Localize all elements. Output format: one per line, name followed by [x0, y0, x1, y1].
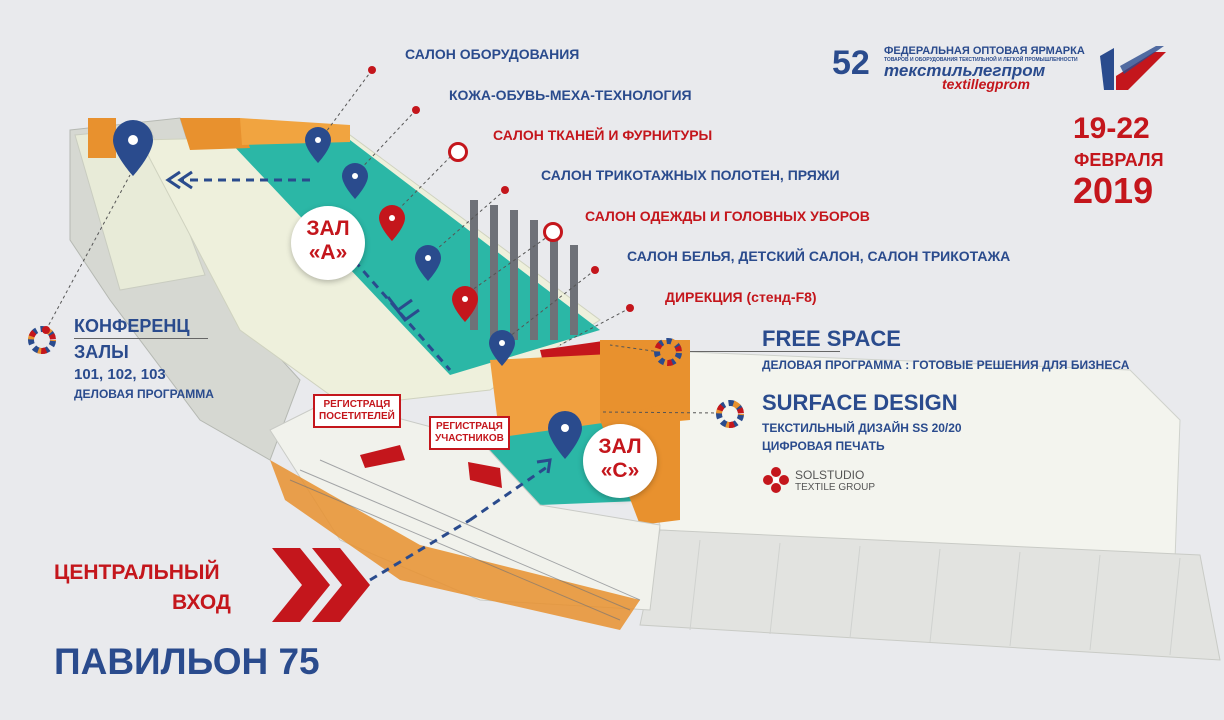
hall-c-word: ЗАЛ [598, 435, 642, 458]
fair-number: 52 [832, 44, 870, 82]
event-dates: 19-22 [1073, 112, 1150, 145]
solstudio-name: SOLSTUDIO [795, 468, 865, 482]
leader-ring [448, 142, 468, 162]
conference-underline [74, 338, 208, 339]
salon-label-clothing: САЛОН ОДЕЖДЫ И ГОЛОВНЫХ УБОРОВ [585, 208, 870, 224]
fair-title: ФЕДЕРАЛЬНАЯ ОПТОВАЯ ЯРМАРКА [884, 45, 1085, 57]
salon-label-fabrics: САЛОН ТКАНЕЙ И ФУРНИТУРЫ [493, 127, 713, 143]
surface-design-line2: ЦИФРОВАЯ ПЕЧАТЬ [762, 439, 885, 453]
free-space-subtitle: ДЕЛОВАЯ ПРОГРАММА : ГОТОВЫЕ РЕШЕНИЯ ДЛЯ … [762, 358, 1130, 372]
fair-emblem-icon [1100, 46, 1166, 90]
hall-c-letter: «С» [600, 459, 640, 482]
entrance-line1: ЦЕНТРАЛЬНЫЙ [54, 561, 220, 584]
leader-dot [626, 304, 634, 312]
solstudio-group: TEXTILE GROUP [795, 482, 876, 493]
hall-c-badge: ЗАЛ «С» [583, 424, 657, 498]
registration-participants: РЕГИСТРАЦЯ УЧАСТНИКОВ [429, 416, 510, 450]
registration-visitors-line2: ПОСЕТИТЕЛЕЙ [319, 411, 395, 422]
free-space-underline [690, 351, 840, 352]
leader-dot [412, 106, 420, 114]
hall-a-badge: ЗАЛ «А» [291, 206, 365, 280]
event-year: 2019 [1073, 170, 1154, 211]
surface-design-title: SURFACE DESIGN [762, 390, 958, 415]
event-month: ФЕВРАЛЯ [1074, 150, 1164, 170]
salon-label-lingerie: САЛОН БЕЛЬЯ, ДЕТСКИЙ САЛОН, САЛОН ТРИКОТ… [627, 248, 1011, 264]
brand-en: textillegprom [942, 76, 1030, 92]
pavilion-title: ПАВИЛЬОН 75 [54, 641, 320, 682]
salon-label-equipment: САЛОН ОБОРУДОВАНИЯ [405, 46, 580, 62]
free-space-title: FREE SPACE [762, 326, 901, 351]
registration-participants-line1: РЕГИСТРАЦЯ [436, 421, 503, 432]
leader-ring [543, 222, 563, 242]
leader-dot [42, 326, 50, 334]
registration-participants-line2: УЧАСТНИКОВ [435, 433, 504, 444]
fair-logo: 52 ФЕДЕРАЛЬНАЯ ОПТОВАЯ ЯРМАРКА ТОВАРОВ И… [832, 44, 1172, 94]
leader-dot [501, 186, 509, 194]
hall-a-letter: «А» [308, 241, 348, 264]
salon-label-leather: КОЖА-ОБУВЬ-МЕХА-ТЕХНОЛОГИЯ [449, 87, 692, 103]
leader-dot [368, 66, 376, 74]
conference-program: ДЕЛОВАЯ ПРОГРАММА [74, 387, 214, 401]
brand-ru: текстильлегпром [884, 61, 1046, 80]
surface-design-line1: ТЕКСТИЛЬНЫЙ ДИЗАЙН SS 20/20 [762, 421, 962, 435]
salon-label-direction: ДИРЕКЦИЯ (стенд-F8) [665, 289, 817, 305]
hall-a-word: ЗАЛ [306, 217, 350, 240]
leader-dot [591, 266, 599, 274]
conference-title-2: ЗАЛЫ [74, 342, 129, 362]
solstudio-logo-icon [763, 467, 789, 493]
conference-title-1: КОНФЕРЕНЦ [74, 316, 190, 336]
entrance-line2: ВХОД [172, 591, 231, 614]
registration-visitors: РЕГИСТРАЦЯ ПОСЕТИТЕЛЕЙ [313, 394, 401, 428]
registration-visitors-line1: РЕГИСТРАЦЯ [323, 399, 391, 410]
fair-subtitle: ТОВАРОВ И ОБОРУДОВАНИЯ ТЕКСТИЛЬНОЙ И ЛЕГ… [884, 57, 1078, 63]
salon-label-knitted-fabrics: САЛОН ТРИКОТАЖНЫХ ПОЛОТЕН, ПРЯЖИ [541, 167, 840, 183]
conference-rooms: 101, 102, 103 [74, 366, 166, 383]
